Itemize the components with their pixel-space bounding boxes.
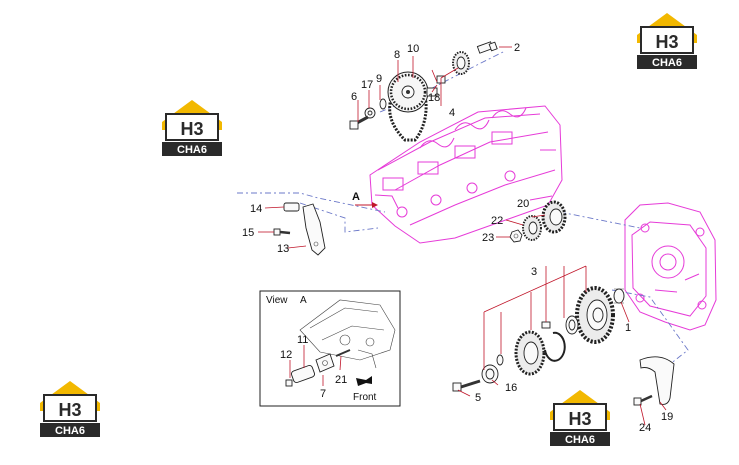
bolt-15 [273, 228, 291, 236]
callout-19: 19 [661, 411, 673, 423]
idler-gear-small [452, 51, 470, 75]
inset-bolt-12 [285, 379, 293, 387]
callout-3: 3 [531, 266, 537, 278]
callout-1: 1 [625, 322, 631, 334]
nut-23 [509, 229, 523, 243]
callout-5: 5 [475, 392, 481, 404]
callout-20: 20 [517, 198, 529, 210]
callout-11: 11 [297, 334, 308, 346]
inset-bolt-21 [335, 349, 351, 357]
leader-lines [258, 46, 667, 426]
inset-title: View [266, 295, 288, 306]
callout-10: 10 [407, 43, 419, 55]
cylinder-head-outline [369, 105, 563, 244]
callout-16: 16 [505, 382, 517, 394]
svg-text:H3: H3 [180, 119, 203, 139]
inset-gasket-7 [315, 353, 335, 373]
guide-rail-19 [639, 356, 675, 405]
callout-2: 2 [514, 42, 520, 54]
callout-13: 13 [277, 243, 289, 255]
callout-17: 17 [361, 79, 373, 91]
callout-4: 4 [449, 107, 455, 119]
thrust-plate-16 [481, 364, 499, 384]
svg-text:H3: H3 [568, 409, 591, 429]
svg-text:H3: H3 [655, 32, 678, 52]
brand-logo-mid-left: H3 CHA6 [161, 99, 223, 157]
washer-small [496, 354, 504, 366]
callout-22: 22 [491, 215, 503, 227]
gear-22 [522, 215, 542, 241]
callout-14: 14 [250, 203, 262, 215]
callout-21: 21 [335, 374, 347, 386]
guide-pin-14 [283, 202, 300, 212]
chain-guide-13 [302, 203, 326, 256]
cam-sprocket [387, 71, 429, 113]
svg-text:CHA6: CHA6 [55, 425, 85, 437]
key-small [541, 321, 551, 329]
bolt-6 [349, 115, 369, 130]
callout-18: 18 [428, 92, 440, 104]
svg-text:CHA6: CHA6 [565, 434, 595, 446]
inset-view-letter: A [300, 295, 307, 306]
view-a-marker: A [352, 191, 378, 208]
brand-logo-bottom-left: H3 CHA6 [39, 380, 101, 438]
washer-9 [379, 98, 387, 110]
snap-ring [544, 331, 566, 362]
inset-front-arrow [356, 376, 372, 386]
svg-text:CHA6: CHA6 [652, 57, 682, 69]
crank-gear-mid [514, 330, 546, 376]
brand-logo-bottom-center: H3 CHA6 [549, 389, 611, 447]
inset-front-label: Front [353, 392, 377, 403]
callout-6: 6 [351, 91, 357, 103]
callout-8: 8 [394, 49, 400, 61]
spacer-1 [613, 288, 625, 304]
callout-15: 15 [242, 227, 254, 239]
svg-text:CHA6: CHA6 [177, 144, 207, 156]
callout-23: 23 [482, 232, 494, 244]
crank-gear-large [575, 286, 615, 344]
washer-17 [364, 107, 376, 119]
gear-20 [541, 200, 567, 234]
svg-text:H3: H3 [58, 400, 81, 420]
view-a-inset: View A 11 12 [259, 290, 401, 407]
callout-12: 12 [280, 349, 292, 361]
timing-case-outline [624, 202, 717, 331]
bolt-2 [476, 41, 498, 54]
callout-labels: 2 8 10 9 17 6 18 4 14 15 13 20 22 23 3 1… [242, 42, 673, 434]
bushing-ring [565, 315, 579, 335]
bolt-24 [633, 394, 653, 406]
callout-9: 9 [376, 73, 382, 85]
callout-7: 7 [320, 388, 326, 400]
brand-logo-top-right: H3 CHA6 [636, 12, 698, 70]
svg-text:A: A [352, 191, 360, 203]
inset-tensioner-body [291, 364, 315, 384]
callout-24: 24 [639, 422, 651, 434]
bolt-5 [452, 379, 481, 392]
